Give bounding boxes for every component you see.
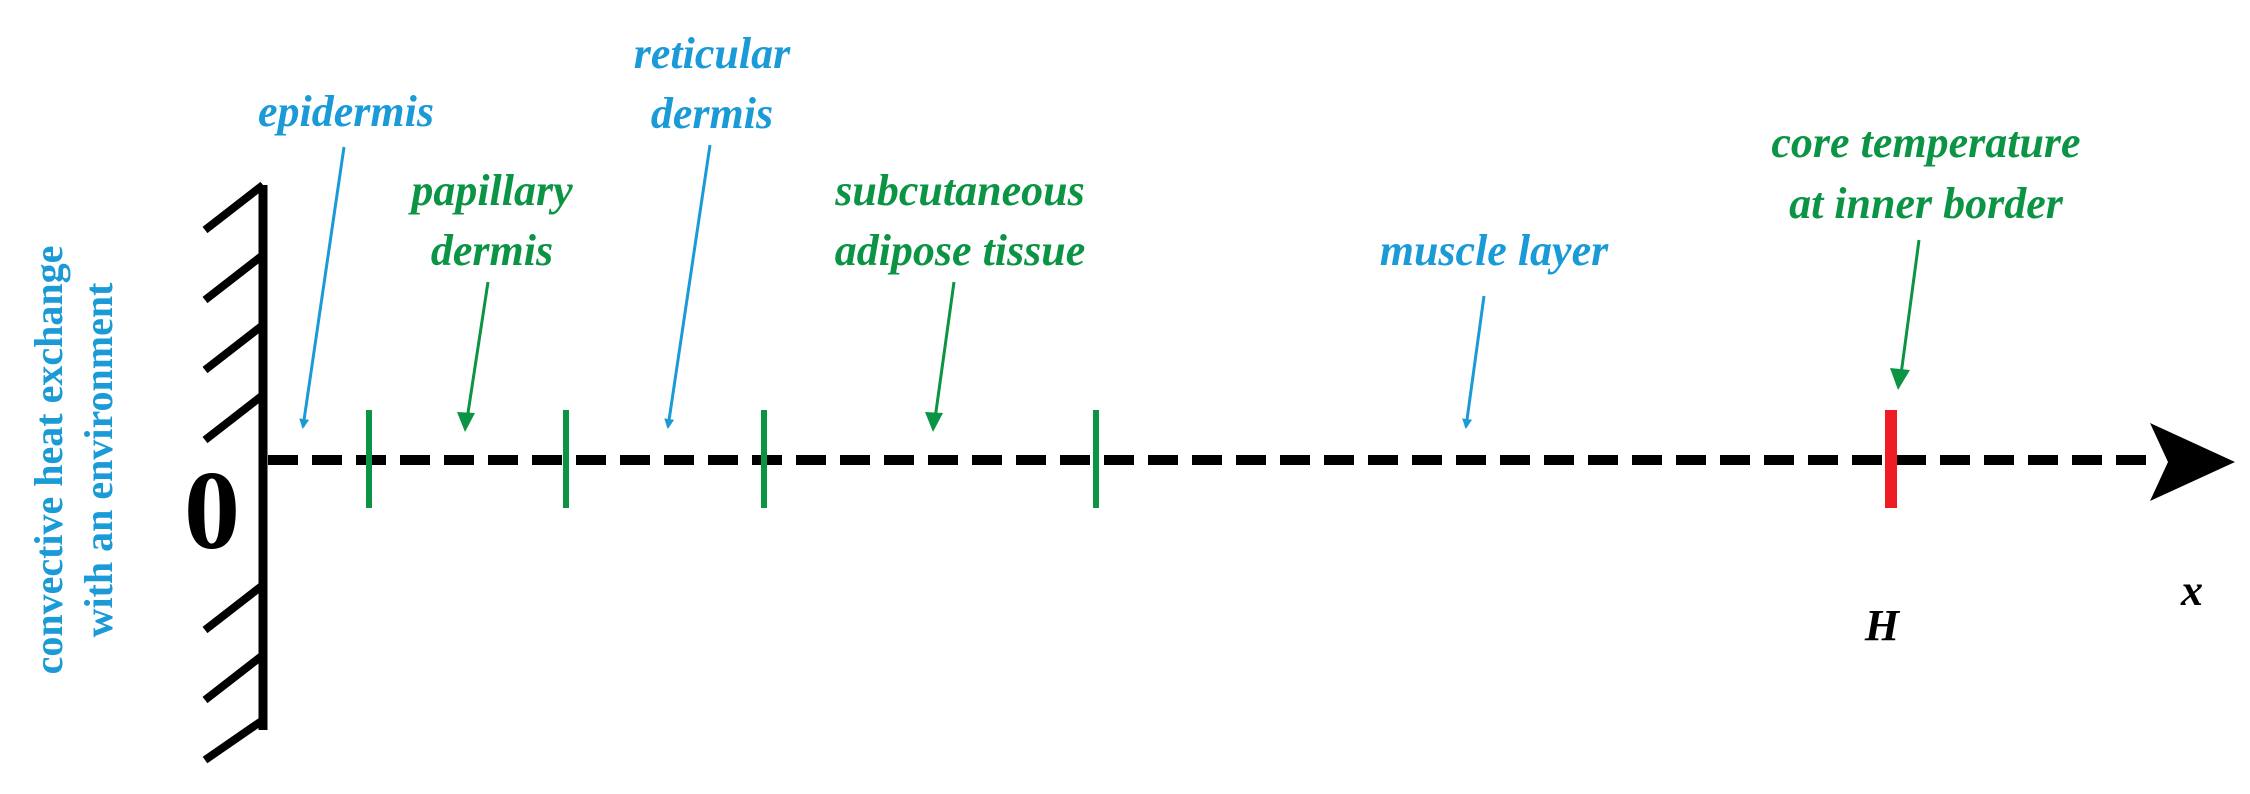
epidermis-label: epidermis [258,87,434,136]
core-temperature: core temperature at inner border [1771,118,2081,390]
subcutaneous-label-line2: adipose tissue [835,226,1086,275]
epidermis-arrow [299,146,346,429]
muscle-label: muscle layer [1380,226,1609,275]
x-axis-arrowhead [2150,423,2235,501]
reticular-label-line1: reticular [634,29,791,78]
papillary-label-line2: dermis [431,226,553,275]
layer-epidermis: epidermis [258,87,434,429]
layer-papillary-dermis: papillary dermis [407,166,573,432]
origin-label: 0 [184,449,240,573]
reticular-label-line2: dermis [651,89,773,138]
reticular-arrow [664,144,712,429]
core-label-line2: at inner border [1789,179,2064,228]
subcutaneous-arrowhead [925,412,943,432]
inner-border-label: H [1864,601,1901,650]
x-axis-label: x [2180,566,2203,615]
core-arrowhead [1890,368,1910,390]
layer-reticular-dermis: reticular dermis [634,29,791,429]
papillary-arrow [464,281,490,427]
core-label-line1: core temperature [1771,118,2080,167]
layer-muscle: muscle layer [1380,226,1609,429]
boundary-label-line2: with an environment [76,282,121,638]
layer-subcutaneous: subcutaneous adipose tissue [834,166,1085,432]
boundary-label: convective heat exchange with an environ… [26,246,121,675]
boundary-label-line1: convective heat exchange [26,246,71,675]
boundary-wall [202,181,268,764]
core-arrow [1898,239,1921,383]
muscle-arrow [1462,295,1486,429]
papillary-arrowhead [457,412,475,432]
papillary-label-line1: papillary [407,166,573,215]
subcutaneous-arrow [932,281,956,427]
subcutaneous-label-line1: subcutaneous [834,166,1084,215]
